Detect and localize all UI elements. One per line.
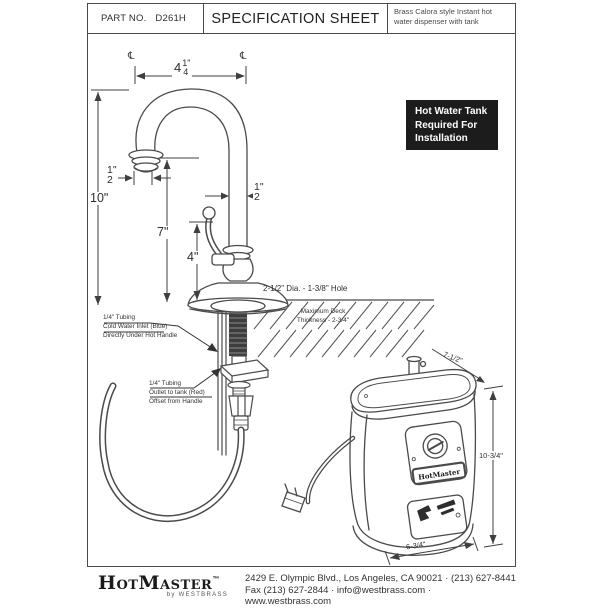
port-right: [436, 499, 456, 516]
power-cord: [305, 435, 356, 505]
centerline-symbol-right: ℄: [240, 51, 247, 62]
part-number-cell: PART NO. D261H: [88, 4, 204, 33]
mounting-clamp: [219, 359, 270, 385]
notice-box: Hot Water Tank Required For Installation: [406, 100, 498, 150]
logo-text: HotMaster™: [98, 572, 220, 594]
tank-connection-panel: [406, 494, 468, 540]
dim-column-width: 1"2: [253, 181, 265, 203]
trademark-symbol: ™: [212, 576, 220, 583]
undersink-assembly: [99, 307, 270, 522]
tank-base: [352, 519, 474, 556]
tank-dimension-lines: [384, 348, 504, 566]
brand-plate: [411, 461, 467, 486]
tank-drawing: HotMaster: [281, 355, 477, 556]
address-line-1: 2429 E. Olympic Blvd., Los Angeles, CA 9…: [245, 573, 516, 584]
mounting-nut: [228, 395, 254, 417]
notice-line: Hot Water Tank: [415, 106, 488, 117]
header: PART NO. D261H SPECIFICATION SHEET Brass…: [87, 3, 516, 34]
handle-ball: [202, 206, 216, 220]
port-left: [417, 505, 432, 522]
shank-flange: [210, 299, 266, 313]
supply-tubes: [217, 307, 227, 456]
outlet-note: 1/4" Tubing Outlet to tank (Red) Offset …: [149, 380, 205, 405]
tank-height-dim: 10-3/4": [477, 451, 505, 460]
dim-tip-width: 1"2: [106, 164, 118, 186]
faucet-drawing: [128, 88, 289, 315]
contact-info: 2429 E. Olympic Blvd., Los Angeles, CA 9…: [239, 571, 516, 608]
deck-thickness-note: Maximum Deck Thickness - 2-3/4": [296, 308, 350, 324]
hole-size-note: 2-1/2" Dia. - 1-3/8" Hole: [263, 284, 348, 293]
tank-front-panel: HotMaster: [404, 420, 468, 486]
part-label: PART NO.: [101, 13, 147, 24]
tank-body: [349, 393, 477, 531]
address-line-2: Fax (213) 627-2844 · info@westbrass.com …: [245, 584, 431, 608]
notice-line: Required For: [415, 119, 478, 131]
dim-handle-height: 4": [186, 250, 200, 264]
footer: HotMaster™ by WESTBRASS 2429 E. Olympic …: [87, 571, 516, 608]
sheet-title: SPECIFICATION SHEET: [204, 4, 388, 33]
centerline-symbol-left: ℄: [128, 51, 135, 62]
notice-line: Installation: [415, 133, 468, 144]
dim-spout-reach: 4 1"4: [172, 58, 193, 77]
gooseneck-spout: [135, 88, 248, 248]
tank-lid-rim: [351, 389, 476, 420]
product-description: Brass Calora style Instant hot water dis…: [394, 7, 492, 26]
handle-mount: [211, 253, 235, 266]
brand-logo: HotMaster™ by WESTBRASS: [87, 571, 239, 608]
part-number: D261H: [155, 13, 186, 24]
dim-spout-height: 7": [156, 225, 170, 239]
deck-hatching: [253, 301, 435, 358]
cold-inlet-note: 1/4" Tubing Cold Water Inlet (Blue) Dire…: [103, 314, 178, 339]
callout-arrows: [104, 322, 221, 398]
power-plug: [281, 483, 306, 513]
logo-byline: by WESTBRASS: [166, 592, 228, 598]
dim-overall-height: 10": [89, 191, 110, 205]
